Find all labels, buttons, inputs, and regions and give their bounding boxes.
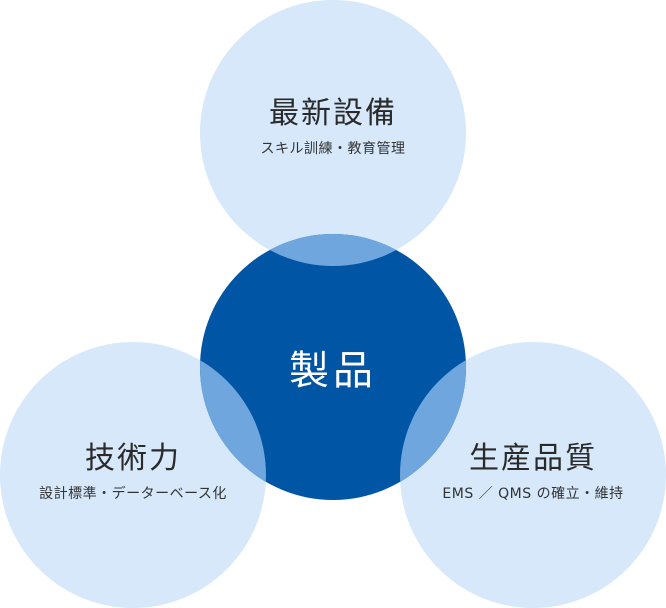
right-circle-title: 生産品質 <box>469 441 597 476</box>
center-circle-title: 製品 <box>289 348 377 394</box>
circle-right <box>400 342 666 608</box>
circle-top <box>200 0 466 266</box>
top-circle-subtitle: スキル訓練・教育管理 <box>260 141 406 157</box>
circle-left <box>0 342 266 608</box>
top-circle-title: 最新設備 <box>269 96 397 131</box>
left-circle-title: 技術力 <box>85 441 181 476</box>
right-circle-subtitle: EMS ／ QMS の確立・維持 <box>442 486 624 502</box>
circle-center <box>200 234 466 500</box>
left-circle-subtitle: 設計標準・データーベース化 <box>39 486 227 502</box>
